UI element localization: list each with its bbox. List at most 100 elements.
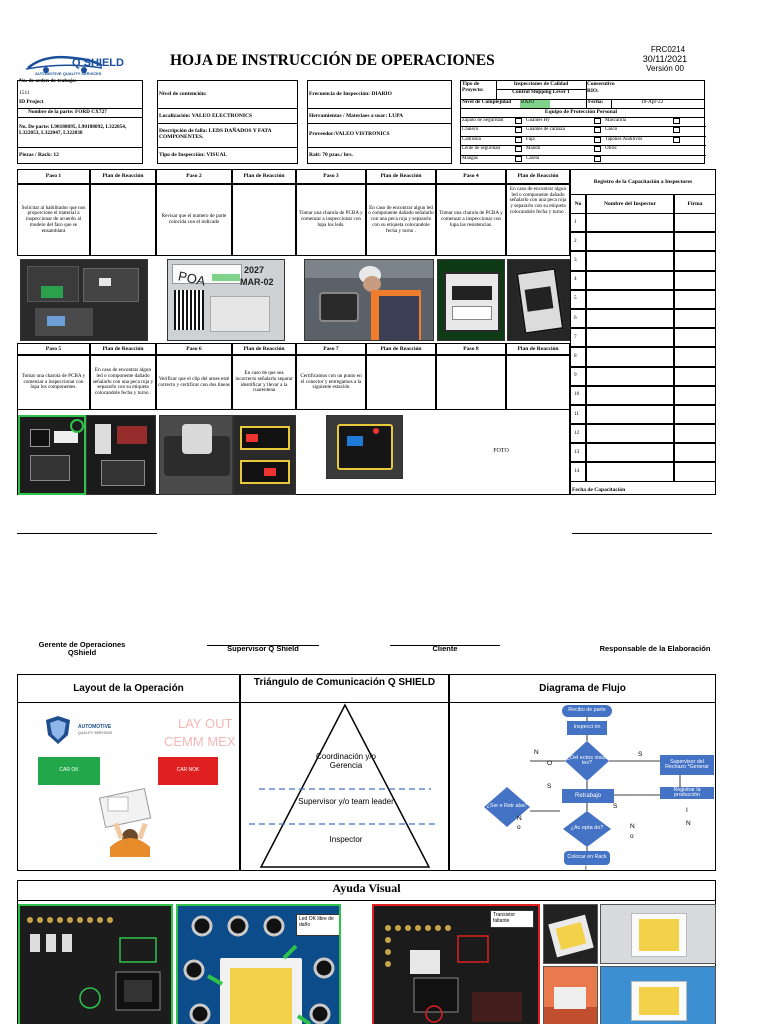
step-header: Paso 2 <box>156 169 232 184</box>
complexity-label: Nivel de Complejidad <box>462 99 512 105</box>
training-sig-cell[interactable] <box>674 213 716 233</box>
info-block-3: Frecuencia de Inspección: DIARIO Herrami… <box>307 80 452 164</box>
step-header: Plan de Reacción <box>366 343 436 355</box>
flow-label: I <box>686 807 688 814</box>
ppe-checkbox[interactable] <box>594 136 601 143</box>
foto-label: FOTO <box>493 448 509 454</box>
training-name-cell[interactable] <box>586 213 674 233</box>
car-ok-label: CAR OK <box>59 767 79 774</box>
ppe-checkbox[interactable] <box>515 155 522 162</box>
ppe-row: Lente de seguridad Mandil Otros: <box>461 146 706 156</box>
visual-aid-photo-7 <box>600 966 716 1024</box>
ppe-item: Otros: <box>605 146 618 152</box>
training-name-cell[interactable] <box>586 347 674 367</box>
doc-date: 30/11/2021 <box>642 54 688 64</box>
photo-step4a <box>437 259 505 341</box>
training-name-cell[interactable] <box>586 366 674 386</box>
training-name-cell[interactable] <box>586 270 674 290</box>
flow-node-supervisor: Supervisor del Rechazo *Generar <box>660 755 714 775</box>
ppe-checkbox[interactable] <box>594 118 601 124</box>
work-order-label: No. de orden de trabajo: <box>19 78 77 84</box>
inspection-type: Tipo de Inspección: VISUAL <box>159 152 228 158</box>
ppe-checkbox[interactable] <box>594 155 601 162</box>
shield-icon <box>45 715 71 745</box>
ppe-row: Mangas Careta <box>461 155 706 165</box>
ppe-checkbox[interactable] <box>515 127 522 134</box>
step-header: Plan de Reacción <box>366 169 436 184</box>
training-row: 3 <box>570 251 716 271</box>
training-row-no: 3 <box>570 251 586 271</box>
callout-led-ok: Led OK libre de daño <box>296 914 339 936</box>
training-sig-cell[interactable] <box>674 347 716 367</box>
training-sig-cell[interactable] <box>674 232 716 252</box>
training-table: Registro de la Capacitación a Inspectore… <box>570 169 716 495</box>
training-name-cell[interactable] <box>586 251 674 271</box>
step-text: En caso de encontrar algun led o compone… <box>90 355 156 410</box>
step-text: Tomar una charola de PCBA y comenzar a i… <box>296 184 366 256</box>
training-name-cell[interactable] <box>586 462 674 482</box>
training-sig-cell[interactable] <box>674 308 716 329</box>
step-header: Paso 1 <box>17 169 90 184</box>
step-text <box>436 355 506 410</box>
step-text: En caso de encontrar algun led o compone… <box>506 184 570 256</box>
training-name-cell[interactable] <box>586 385 674 405</box>
training-row: 8 <box>570 347 716 367</box>
flow-node-register: Registrar la producción <box>660 787 714 799</box>
training-row-no: 6 <box>570 308 586 329</box>
training-name-cell[interactable] <box>586 443 674 463</box>
step-header: Plan de Reacción <box>506 169 570 184</box>
visual-aid-photo-1 <box>18 904 173 1024</box>
id-project: ID Project <box>19 99 44 105</box>
training-sig-cell[interactable] <box>674 289 716 309</box>
training-date: Fecha de Capacitación <box>572 487 626 493</box>
training-row: 10 <box>570 385 716 405</box>
flow-label: N <box>686 820 691 827</box>
callout-led-ok-text: Led OK libre de daño <box>299 916 334 928</box>
training-sig-cell[interactable] <box>674 404 716 425</box>
ppe-item: Mandil <box>526 146 541 152</box>
step-header: Plan de Reacción <box>232 169 296 184</box>
training-sig-cell[interactable] <box>674 462 716 482</box>
training-name-cell[interactable] <box>586 424 674 444</box>
triangle-panel: Triángulo de Comunicación Q SHIELD Coord… <box>240 674 449 871</box>
training-row: 2 <box>570 232 716 252</box>
ppe-item: Faja <box>526 136 535 142</box>
ppe-item: Chaleco <box>462 127 479 133</box>
date-value: 18-Apr-22 <box>641 99 664 105</box>
signature-line <box>390 645 500 646</box>
training-sig-cell[interactable] <box>674 328 716 348</box>
info-block-2: Nivel de contención: Localización: VALEO… <box>157 80 298 164</box>
ppe-checkbox[interactable] <box>515 118 522 124</box>
training-name-cell[interactable] <box>586 289 674 309</box>
step-header: Paso 6 <box>156 343 232 355</box>
ppe-checkbox[interactable] <box>673 118 680 124</box>
step-text: Solicitar al habilitador que nos proporc… <box>17 184 90 256</box>
training-name-cell[interactable] <box>586 328 674 348</box>
ppe-checkbox[interactable] <box>673 127 680 134</box>
ppe-checkbox[interactable] <box>515 146 522 153</box>
training-row-no: 13 <box>570 443 586 463</box>
training-row: 14 <box>570 462 716 482</box>
training-sig-cell[interactable] <box>674 251 716 271</box>
training-sig-cell[interactable] <box>674 424 716 444</box>
training-sig-cell[interactable] <box>674 443 716 463</box>
flow-label: N <box>534 749 539 756</box>
training-name-cell[interactable] <box>586 232 674 252</box>
training-sig-cell[interactable] <box>674 270 716 290</box>
training-row-no: 2 <box>570 232 586 252</box>
brand-sub: AUTOMOTIVE QUALITY SERVICES <box>35 71 102 76</box>
training-name-cell[interactable] <box>586 404 674 425</box>
ppe-checkbox[interactable] <box>594 146 601 153</box>
ppe-checkbox[interactable] <box>515 136 522 143</box>
car-ok-zone: CAR OK <box>38 757 100 785</box>
ppe-checkbox[interactable] <box>594 127 601 134</box>
training-name-cell[interactable] <box>586 308 674 329</box>
training-sig-cell[interactable] <box>674 385 716 405</box>
signature-line <box>17 533 157 534</box>
step-header: Plan de Reacción <box>90 343 156 355</box>
photo-step7 <box>326 415 403 479</box>
callout-transistor-text: Transistor faltante <box>493 912 516 924</box>
training-sig-cell[interactable] <box>674 366 716 386</box>
ppe-checkbox[interactable] <box>673 136 680 143</box>
visual-aid-photo-3: Transistor faltante <box>372 904 540 1024</box>
